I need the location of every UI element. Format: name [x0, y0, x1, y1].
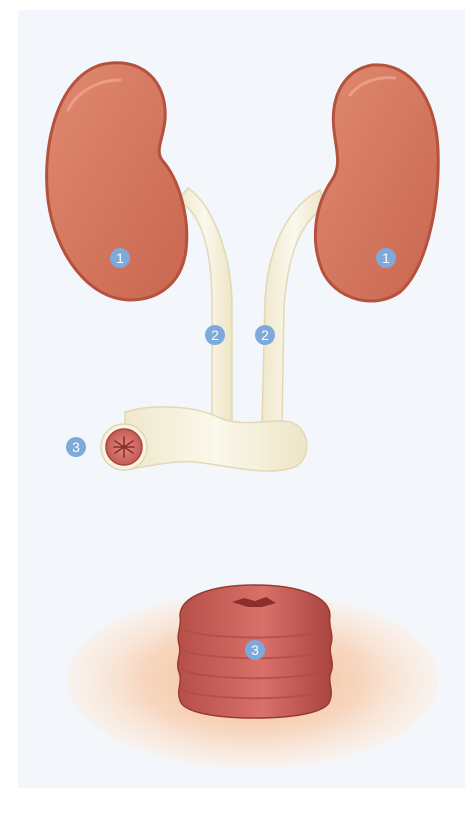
marker-left-kidney: 1 — [110, 248, 130, 268]
marker-label: 2 — [211, 327, 219, 343]
marker-label: 3 — [72, 439, 80, 455]
marker-label: 3 — [251, 642, 259, 658]
marker-label: 1 — [116, 250, 124, 266]
conduit-stoma — [101, 424, 147, 470]
marker-label: 2 — [261, 327, 269, 343]
marker-left-ureter: 2 — [205, 325, 225, 345]
marker-right-ureter: 2 — [255, 325, 275, 345]
marker-right-kidney: 1 — [376, 248, 396, 268]
marker-stoma-closeup: 3 — [245, 640, 265, 660]
marker-label: 1 — [382, 250, 390, 266]
marker-conduit-stoma: 3 — [66, 437, 86, 457]
